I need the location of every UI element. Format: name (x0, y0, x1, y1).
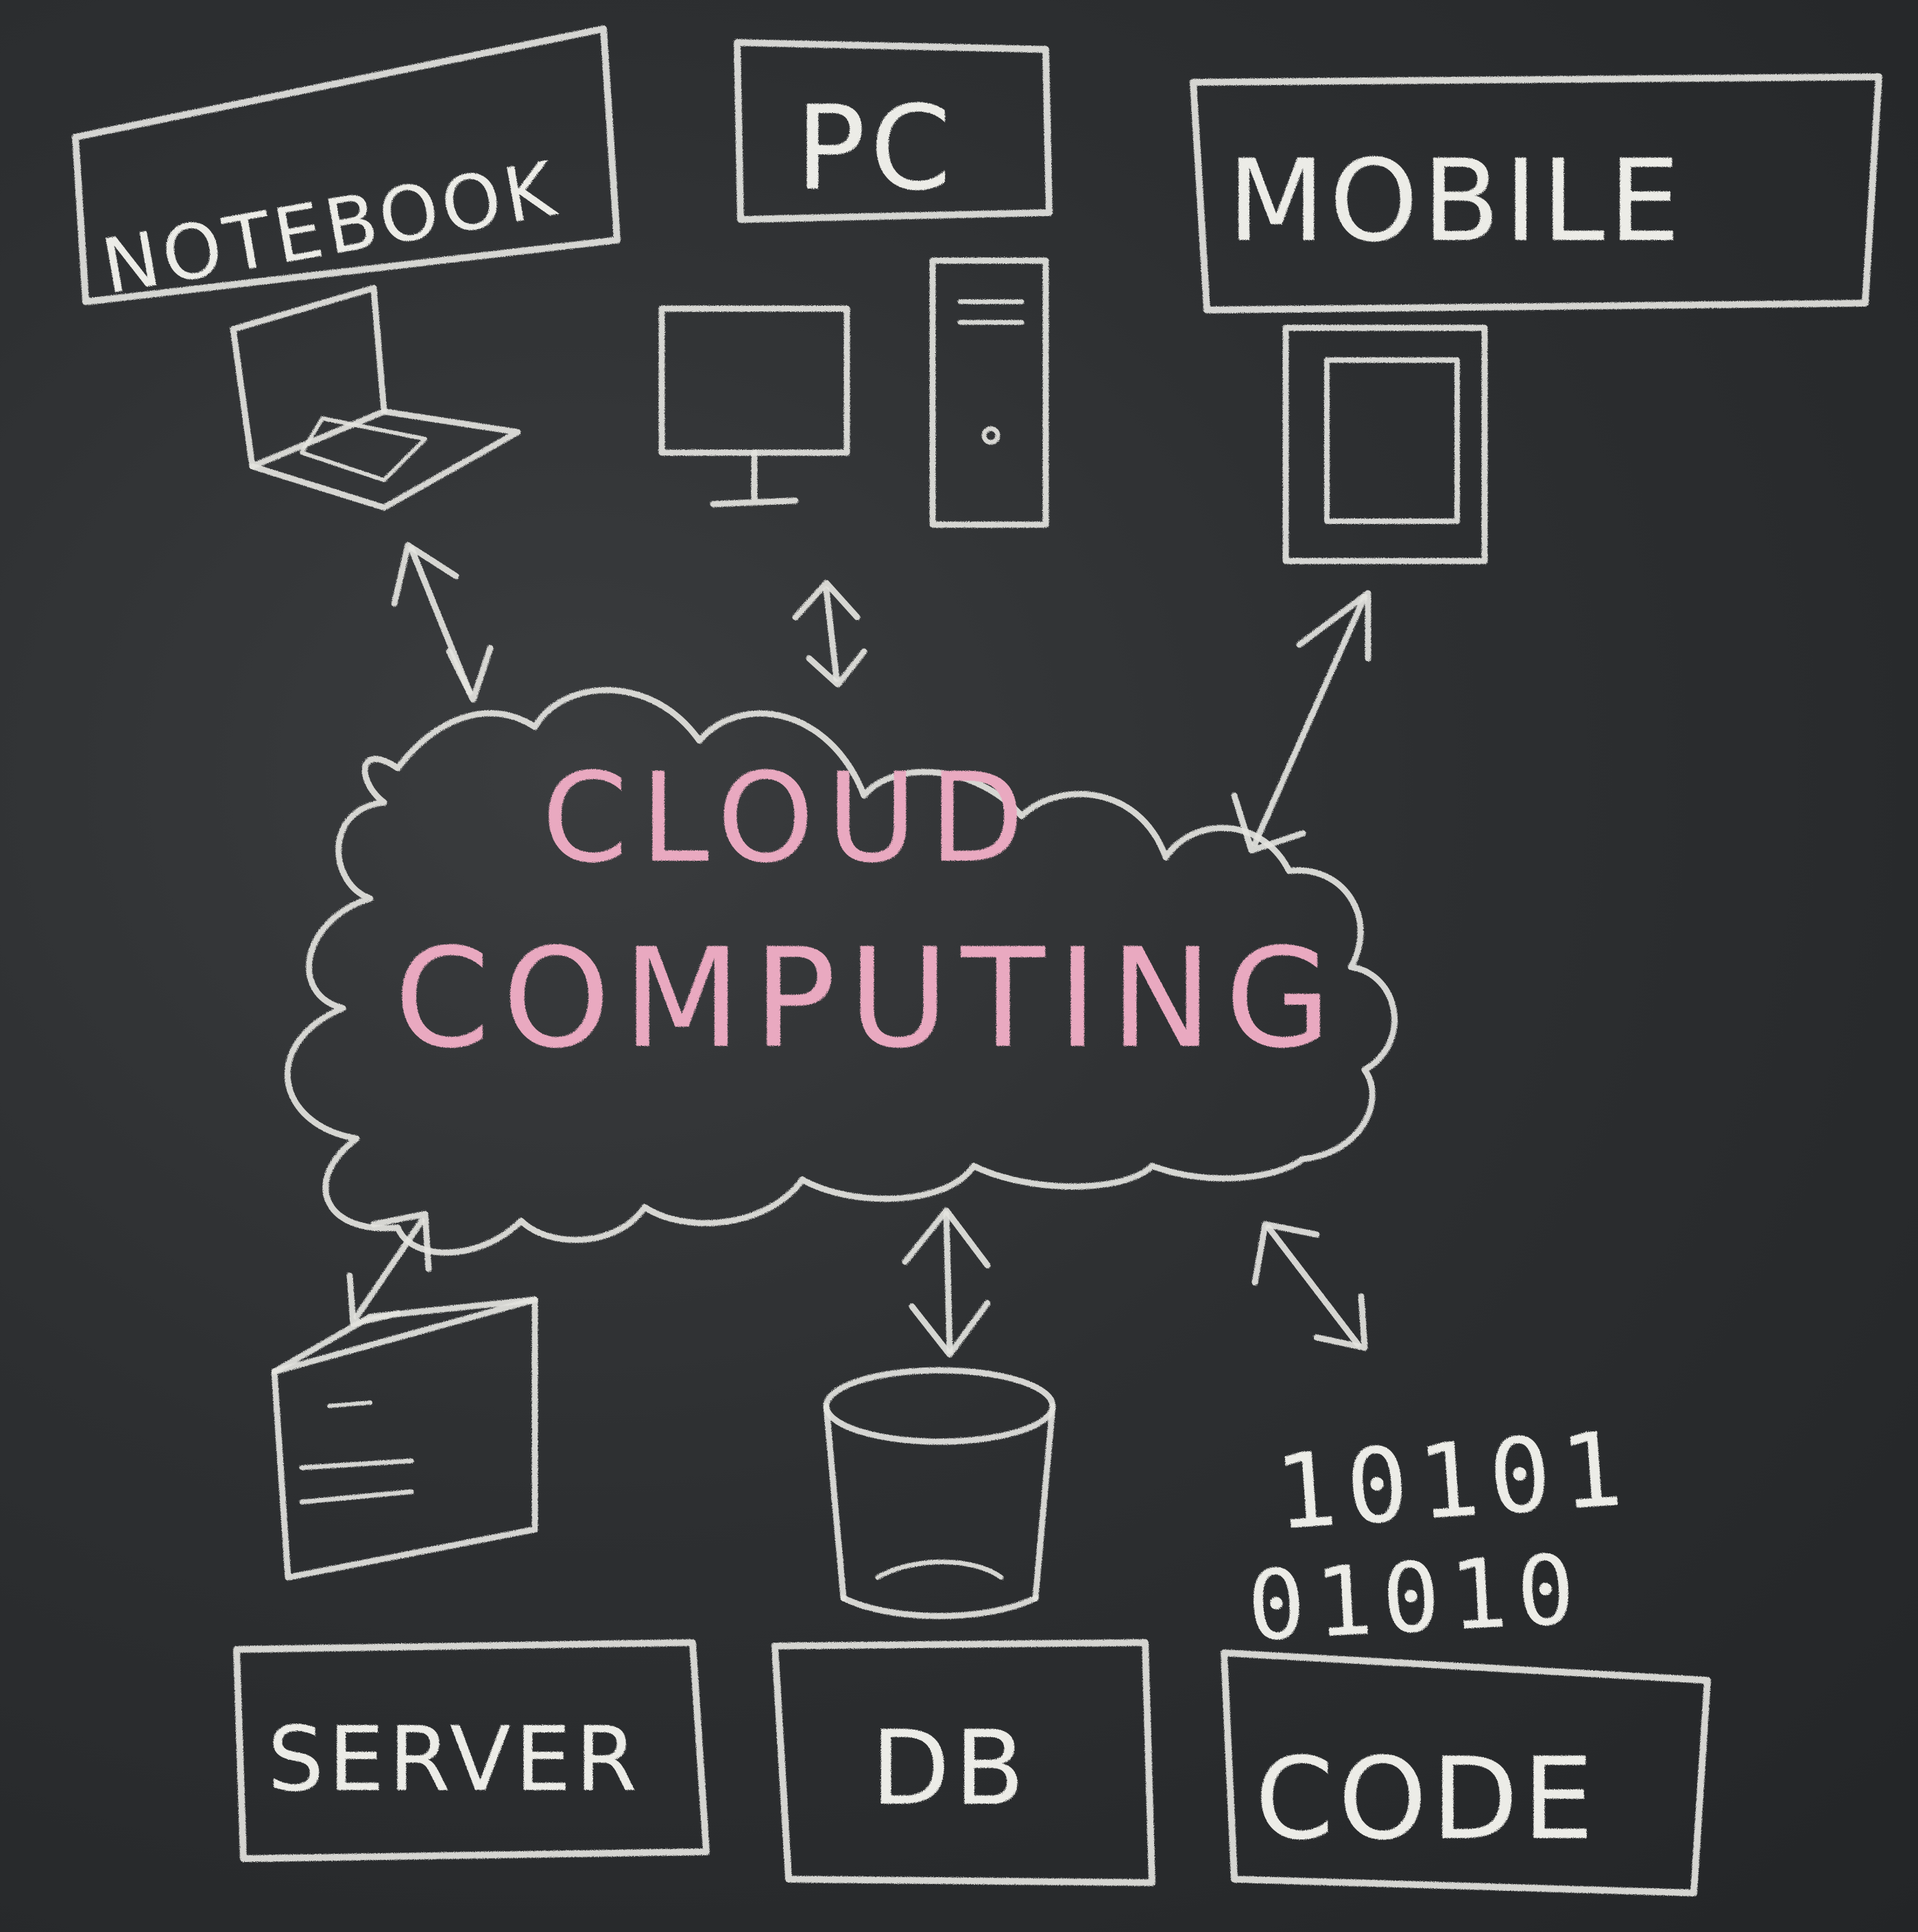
server-box: SERVER (233, 1639, 710, 1862)
laptop-icon (230, 285, 521, 511)
code-box: CODE (1221, 1649, 1711, 1896)
binary-code: 10101 01010 (1245, 1409, 1636, 1663)
database-icon (823, 1367, 1056, 1619)
tablet-icon (1282, 324, 1488, 564)
code-label: CODE (1255, 1733, 1598, 1865)
db-cloud-arrow (902, 1207, 991, 1358)
db-box: DB (771, 1639, 1155, 1886)
pc-cloud-arrow (792, 580, 867, 688)
mobile-label: MOBILE (1227, 135, 1684, 267)
server-label: SERVER (267, 1707, 641, 1811)
cloud-shape: CLOUD COMPUTING (284, 687, 1398, 1256)
binary-line2: 01010 (1245, 1534, 1587, 1662)
notebook-cloud-arrow (391, 542, 494, 703)
cloud-title-line2: COMPUTING (394, 919, 1343, 1079)
pc-box: PC (734, 39, 1053, 223)
server-icon (271, 1296, 538, 1581)
notebook-label: NOTEBOOK (96, 145, 565, 311)
binary-line1: 10101 (1271, 1409, 1635, 1553)
mobile-cloud-arrow (1231, 590, 1371, 854)
tower-icon (929, 257, 1049, 528)
notebook-box: NOTEBOOK (72, 25, 621, 311)
cloud-title-line1: CLOUD (542, 747, 1037, 890)
pc-label: PC (795, 81, 955, 217)
code-cloud-arrow (1251, 1221, 1368, 1351)
db-label: DB (871, 1709, 1029, 1828)
monitor-icon (658, 305, 850, 508)
mobile-box: MOBILE (1190, 73, 1882, 313)
